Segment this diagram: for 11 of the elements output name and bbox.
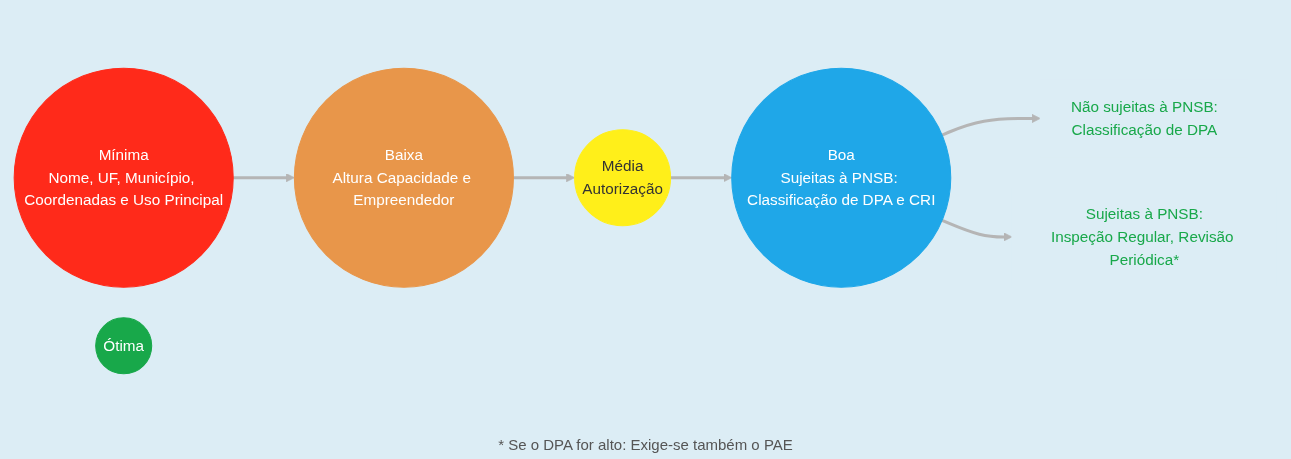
arrow: [941, 114, 1041, 137]
node-circle: Baixa Altura Capacidade e Empreendedor: [293, 67, 514, 288]
node-circle: Mínima Nome, UF, Município, Coordenadas e Uso Principal: [13, 67, 234, 288]
node-text: Sujeitas à PNSB: Inspeção Regular, Revisão Periódica*: [1050, 204, 1234, 268]
node-circle: Boa Sujeitas à PNSB: Classificação de DPA e CRI: [731, 67, 952, 288]
node-text: Não sujeitas à PNSB: Classificação de DPA: [1070, 97, 1218, 138]
footnote-text: * Se o DPA for alto: Exige-se também o PAE: [498, 436, 793, 453]
arrow: [513, 173, 575, 183]
node-circle: Ótima: [95, 317, 153, 375]
node-circle: Média Autorização: [574, 129, 672, 227]
arrow: [233, 173, 295, 183]
